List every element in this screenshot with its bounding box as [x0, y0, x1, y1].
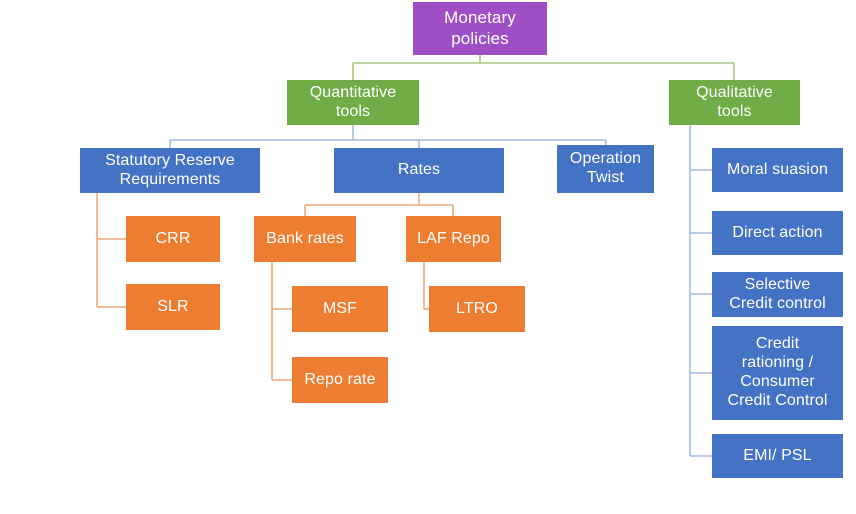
node-slr[interactable]: SLR [126, 284, 220, 330]
node-repo-rate[interactable]: Repo rate [292, 357, 388, 403]
node-label-laf-repo: LAF Repo [417, 229, 490, 247]
node-emi-psl[interactable]: EMI/ PSL [712, 434, 843, 478]
node-rates[interactable]: Rates [334, 148, 504, 193]
node-label-repo-rate: Repo rate [304, 370, 376, 388]
node-label-moral-suasion: Moral suasion [727, 160, 828, 178]
node-msf[interactable]: MSF [292, 286, 388, 332]
node-label-crr: CRR [155, 229, 191, 247]
node-label-qualitative-tools: Qualitative tools [696, 83, 773, 120]
node-credit-rationing-consumer-credit-control[interactable]: Credit rationing / Consumer Credit Contr… [712, 326, 843, 420]
node-operation-twist[interactable]: Operation Twist [557, 145, 654, 193]
connector-statutory-to-children [96, 193, 126, 308]
node-label-emi-psl: EMI/ PSL [743, 446, 812, 464]
node-label-direct-action: Direct action [732, 223, 823, 241]
node-statutory-reserve-requirements[interactable]: Statutory Reserve Requirements [80, 148, 260, 193]
node-label-rates: Rates [397, 161, 441, 179]
node-crr[interactable]: CRR [126, 216, 220, 262]
node-label-quantitative-tools: Quantitative tools [309, 83, 397, 120]
node-ltro[interactable]: LTRO [429, 286, 525, 332]
connector-root-to-level2-bus [352, 55, 735, 80]
connector-quantitative-to-level3-bus [169, 125, 607, 148]
node-monetary-policies[interactable]: Monetary policies [413, 2, 547, 55]
node-quantitative-tools[interactable]: Quantitative tools [287, 80, 419, 125]
connector-rates-to-children [304, 193, 454, 216]
node-label-selective-credit-control: Selective Credit control [729, 275, 826, 312]
node-selective-credit-control[interactable]: Selective Credit control [712, 272, 843, 317]
node-label-slr: SLR [157, 297, 189, 315]
node-label-operation-twist: Operation Twist [569, 150, 642, 186]
node-label-monetary-policies: Monetary policies [444, 8, 516, 48]
node-label-statutory-reserve-requirements: Statutory Reserve Requirements [105, 151, 235, 188]
node-laf-repo[interactable]: LAF Repo [406, 216, 501, 262]
node-direct-action[interactable]: Direct action [712, 211, 843, 255]
connector-bank-rates-to-children [271, 262, 292, 381]
connector-qualitative-to-children-bus [689, 125, 712, 457]
node-bank-rates[interactable]: Bank rates [254, 216, 356, 262]
node-label-msf: MSF [322, 299, 358, 317]
node-label-ltro: LTRO [456, 299, 498, 317]
node-label-bank-rates: Bank rates [266, 229, 344, 247]
node-moral-suasion[interactable]: Moral suasion [712, 148, 843, 192]
node-label-credit-rationing-consumer-credit-control: Credit rationing / Consumer Credit Contr… [727, 335, 828, 409]
node-qualitative-tools[interactable]: Qualitative tools [669, 80, 800, 125]
